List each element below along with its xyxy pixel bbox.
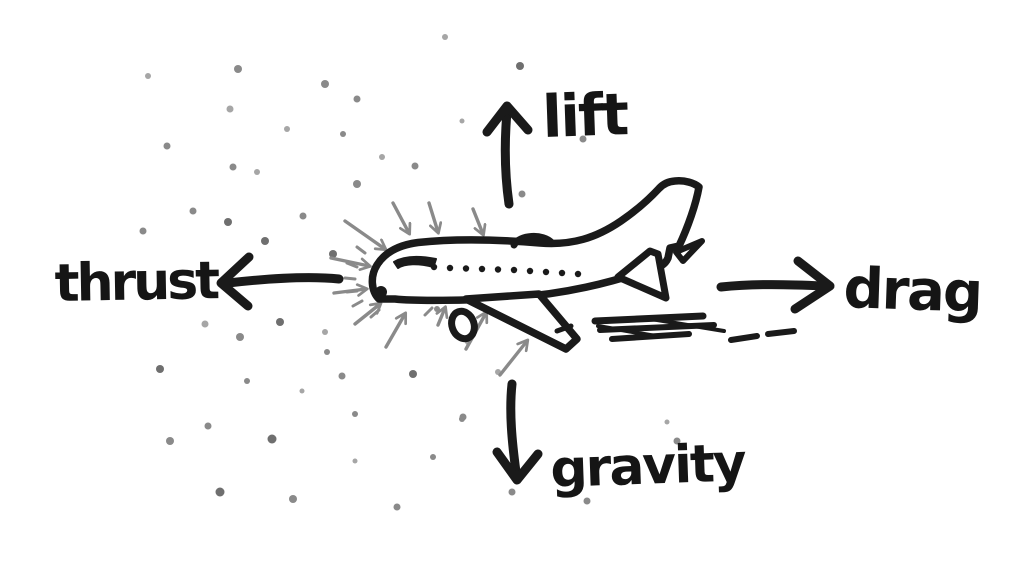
passenger-windows [430,263,582,278]
fuselage-hump [510,233,556,249]
tail-stabilizer-far [673,238,705,264]
lift-arrow-shaft [500,107,514,209]
airplane-body [368,177,703,305]
tail-stabilizer [614,247,670,302]
lift-label: lift [541,80,629,151]
airplane-wing [462,290,581,353]
thrust-arrow [216,252,344,311]
airplane-engine [448,307,478,343]
thrust-label: thrust [54,251,220,314]
drag-arrow [716,256,835,314]
drag-label: drag [843,256,983,326]
drag-arrow-shaft [716,280,829,292]
motion-streaks [591,312,797,343]
gravity-arrow-head [492,447,543,485]
thrust-arrow-head [216,252,254,311]
lift-arrow [482,101,533,209]
gravity-label: gravity [549,433,747,500]
thrust-arrow-shaft [223,273,344,288]
gravity-arrow-shaft [506,379,521,477]
airplane-drawing [368,177,705,353]
wing-flap-line [554,323,574,334]
drag-arrow-head [790,256,835,314]
lift-arrow-head [482,101,533,137]
nose-tip [375,286,387,298]
burst-ticks [343,245,434,319]
gravity-arrow [492,379,543,485]
